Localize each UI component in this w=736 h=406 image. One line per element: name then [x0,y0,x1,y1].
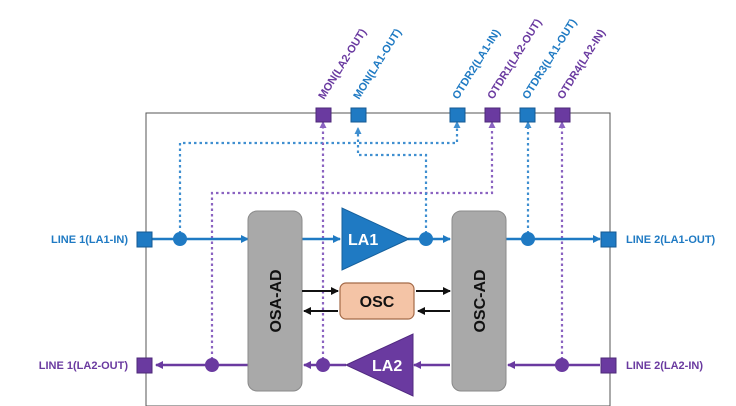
osc-ad-block [451,210,507,392]
port-line1-la2-out[interactable] [136,357,153,374]
port-line1-la1-in[interactable] [136,231,153,248]
label-line1-la1-in: LINE 1(LA1-IN) [51,234,128,246]
tap-la1-out [521,232,535,246]
port-otdr2-la1-in[interactable] [449,107,466,123]
tap-la1-in [173,232,187,246]
osa-ad-block [247,210,303,392]
mon-la1-dotted-path [354,127,428,239]
module-enclosure [145,112,611,406]
port-line2-la1-out[interactable] [600,231,617,248]
la2-amplifier [344,333,414,397]
tap-points [173,232,569,372]
otdr2-dotted-path [178,121,461,239]
label-line2-la2-in: LINE 2(LA2-IN) [626,360,703,372]
port-otdr1-la2-out[interactable] [484,107,501,123]
tap-la2-amp-out [316,358,330,372]
la1-label: LA1 [348,232,378,249]
tap-la2-in [555,358,569,372]
osc-label: OSC [360,294,395,311]
la1-amplifier [341,207,411,271]
osc-block [339,282,415,320]
port-otdr3-la1-out[interactable] [519,107,536,123]
osc-arrows [302,287,451,315]
port-mon-la1-out[interactable] [350,107,367,123]
label-line2-la1-out: LINE 2(LA1-OUT) [626,234,716,246]
la2-label: LA2 [372,358,402,375]
osc-ad-label: OSC-AD [472,269,489,332]
monitor-taps [178,121,566,365]
osa-ad-label: OSA-AD [268,269,285,332]
label-line1-la2-out: LINE 1(LA2-OUT) [39,360,129,372]
tap-la1-amp-out [419,232,433,246]
port-mon-la2-out[interactable] [315,107,332,123]
port-otdr4-la2-in[interactable] [554,107,571,123]
tap-la2-out [205,358,219,372]
port-line2-la2-in[interactable] [600,357,617,374]
